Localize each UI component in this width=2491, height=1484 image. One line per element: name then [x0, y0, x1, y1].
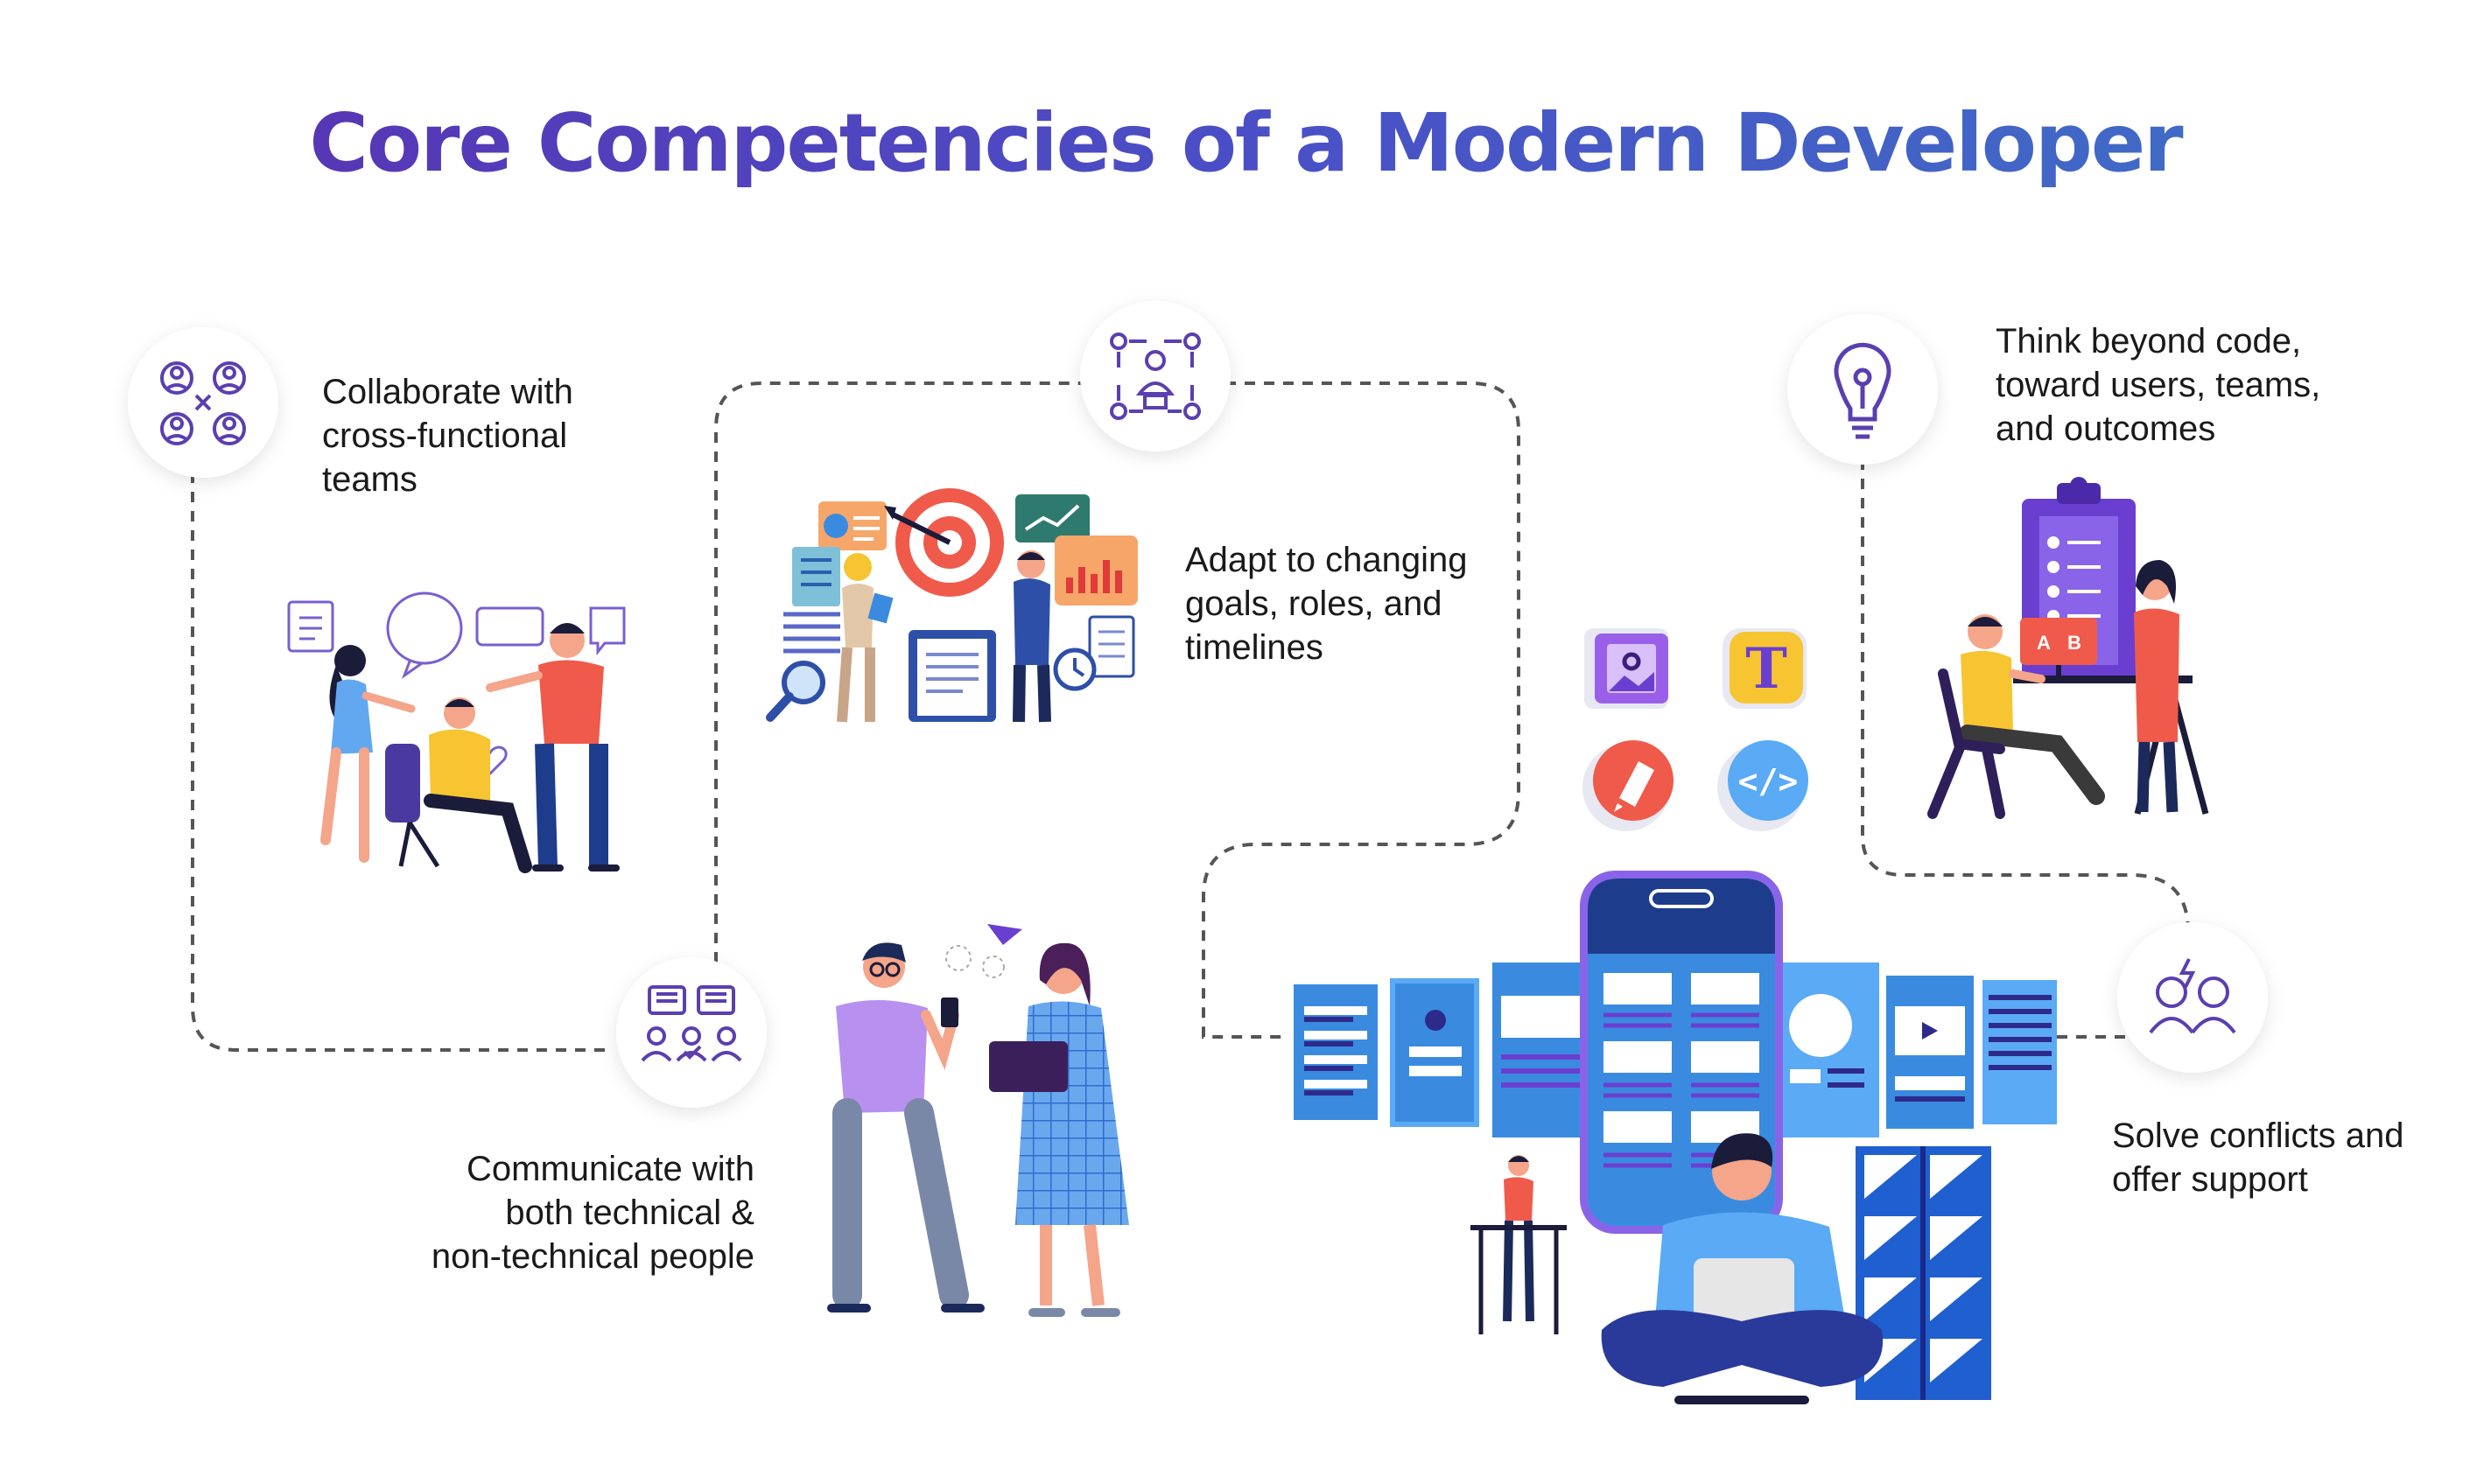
connector-adapt-build	[1202, 382, 1520, 1039]
code-tag-glyph: </>	[1738, 762, 1799, 801]
adapt-illustration	[766, 488, 1138, 723]
lightbulb-icon	[1787, 314, 1938, 465]
ab-test-label-a: A	[2037, 632, 2051, 654]
collaboration-illustration	[287, 592, 626, 873]
connector-communicate-adapt	[714, 382, 1085, 962]
page-title: Core Competencies of a Modern Developer	[0, 96, 2491, 190]
team-collaboration-icon	[128, 327, 278, 478]
think-illustration: A B	[1927, 477, 2209, 819]
support-people-icon	[2117, 922, 2268, 1073]
competency-solve-label: Solve conflicts and offer support	[2112, 1116, 2404, 1199]
competency-think-label: Think beyond code, toward users, teams, …	[1996, 322, 2321, 448]
adaptive-roles-icon	[1080, 301, 1231, 452]
text-tool-glyph: T	[1745, 636, 1787, 702]
competency-adapt-label: Adapt to changing goals, roles, and time…	[1185, 541, 1468, 667]
competency-collaborate-label: Collaborate with cross-functional teams	[322, 373, 573, 499]
competency-communicate-label: Communicate with both technical & non-te…	[431, 1150, 754, 1276]
connector-collaborate-communicate	[191, 472, 613, 1052]
connector-think-solve	[1861, 459, 2190, 949]
communication-icon	[616, 957, 767, 1108]
connector-paths	[191, 382, 2190, 1052]
communicate-illustration	[827, 924, 1129, 1317]
ab-test-label-b: B	[2067, 632, 2081, 654]
ui-design-illustration: T </>	[1294, 628, 2057, 1404]
